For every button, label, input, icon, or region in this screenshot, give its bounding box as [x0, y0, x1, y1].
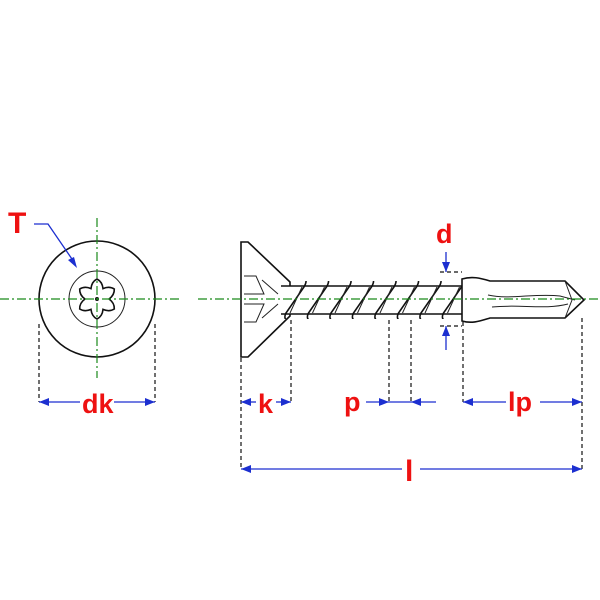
- p-dimension: p: [344, 320, 436, 417]
- thread-root: [334, 286, 348, 314]
- k-arrow-left: [241, 398, 251, 406]
- thread-crest: [284, 281, 307, 319]
- k-label: k: [258, 389, 274, 419]
- head-view: [0, 218, 180, 378]
- p-arrow-left: [379, 398, 389, 406]
- threaded-shank: [281, 281, 467, 319]
- thread-root: [312, 286, 325, 314]
- dk-arrow-left: [39, 398, 49, 406]
- lp-arrow-left: [463, 398, 473, 406]
- d-dimension: d: [436, 219, 462, 350]
- thread-root: [379, 286, 393, 314]
- dk-label: dk: [82, 389, 114, 419]
- p-label: p: [344, 387, 361, 417]
- torx-leader-line: [34, 223, 75, 263]
- thread-root: [357, 286, 370, 314]
- torx-leader: T: [8, 207, 77, 268]
- recess-lines: [244, 275, 279, 323]
- lp-arrow-right: [572, 398, 582, 406]
- side-view: [198, 241, 600, 358]
- thread-crest: [441, 281, 465, 319]
- drill-point-flute: [487, 294, 576, 308]
- d-label: d: [436, 219, 453, 249]
- dk-arrow-right: [145, 398, 155, 406]
- d-arrow-top: [442, 262, 450, 272]
- thread-root: [447, 286, 460, 314]
- l-label: l: [405, 455, 413, 488]
- torx-label: T: [8, 207, 26, 240]
- thread-crest: [419, 281, 442, 319]
- thread-crest: [329, 281, 352, 319]
- thread-crest: [351, 281, 375, 319]
- drill-point: [461, 276, 586, 324]
- lp-label: lp: [508, 387, 532, 417]
- l-arrow-right: [572, 465, 582, 473]
- p-arrow-right: [411, 398, 421, 406]
- thread-root: [424, 286, 438, 314]
- torx-leader-arrow: [68, 257, 77, 268]
- dk-dimension: dk: [38, 324, 156, 419]
- k-arrow-right: [281, 398, 291, 406]
- drill-point-tip: [564, 280, 573, 319]
- screw-head: [240, 241, 291, 358]
- l-dimension: l: [241, 455, 582, 488]
- thread-crest: [306, 281, 330, 319]
- torx-recess-icon: [78, 278, 116, 320]
- l-arrow-left: [241, 465, 251, 473]
- thread-root: [289, 286, 303, 314]
- k-dimension: k: [240, 320, 292, 470]
- lp-dimension: lp: [462, 318, 583, 470]
- thread-root: [402, 286, 415, 314]
- d-arrow-bottom: [442, 326, 450, 336]
- thread-crest: [374, 281, 397, 319]
- thread-crest: [396, 281, 420, 319]
